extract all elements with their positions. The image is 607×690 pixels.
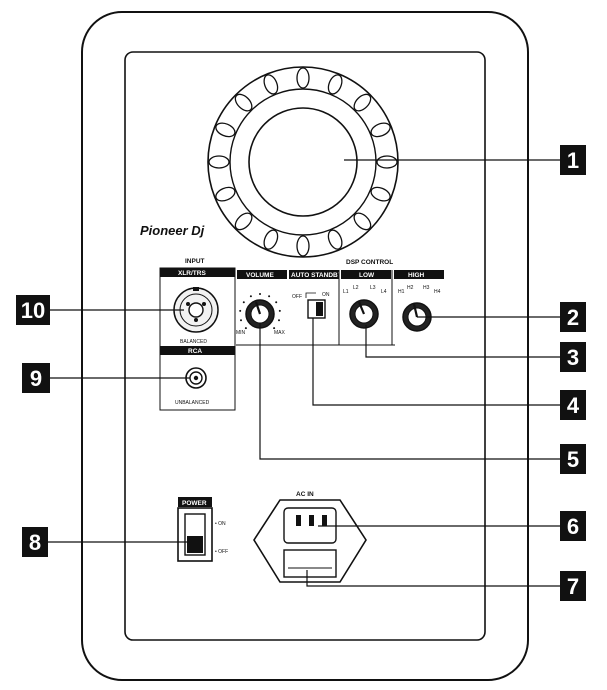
volume-scale-dots xyxy=(239,293,281,330)
volume-scale-dot xyxy=(249,295,252,298)
volume-scale-dot xyxy=(275,301,278,304)
input-title: INPUT xyxy=(185,258,205,265)
volume-scale-dot xyxy=(242,301,245,304)
callout-2-box xyxy=(560,302,586,332)
callout-4-number: 4 xyxy=(567,393,580,418)
unbalanced-label: UNBALANCED xyxy=(175,400,210,406)
port-fin xyxy=(263,229,279,250)
low-tick-l3: L3 xyxy=(370,285,376,291)
port-fin xyxy=(353,212,372,231)
callout-5-box xyxy=(560,444,586,474)
port-fin xyxy=(370,186,391,202)
callout-4-box xyxy=(560,390,586,420)
volume-scale-dot xyxy=(239,309,242,312)
ac-in-label: AC IN xyxy=(296,491,314,498)
callout-6-number: 6 xyxy=(567,514,579,539)
power-header-bar xyxy=(178,497,212,507)
high-tick-h3: H3 xyxy=(423,285,430,291)
port-fin xyxy=(234,93,253,112)
standby-on-label: ON xyxy=(322,292,330,298)
high-header-bar xyxy=(394,270,444,279)
rca-jack[interactable] xyxy=(185,367,207,389)
volume-scale-dot xyxy=(244,327,247,330)
callout-5-number: 5 xyxy=(567,447,579,472)
callout-10-number: 10 xyxy=(21,298,45,323)
volume-min-label: MIN xyxy=(236,330,246,336)
cabinet-outline xyxy=(81,11,529,681)
high-tick-h1: H1 xyxy=(398,289,405,295)
xlr-header: XLR/TRS xyxy=(178,270,206,277)
port-fin xyxy=(353,93,372,112)
fuse-holder[interactable] xyxy=(283,549,337,578)
high-tick-h2: H2 xyxy=(407,285,414,291)
auto-standby-switch[interactable] xyxy=(307,299,326,319)
volume-scale-dot xyxy=(268,295,271,298)
volume-scale-dot xyxy=(273,327,276,330)
power-header: POWER xyxy=(182,500,207,507)
power-switch[interactable] xyxy=(177,507,213,562)
volume-knob[interactable] xyxy=(245,299,275,329)
high-tick-h4: H4 xyxy=(434,289,441,295)
xlr-header-bar xyxy=(160,268,235,277)
low-tick-l2: L2 xyxy=(353,285,359,291)
callout-1-box xyxy=(560,145,586,175)
port-fin xyxy=(376,155,398,169)
volume-scale-dot xyxy=(240,319,242,322)
port-fin xyxy=(263,74,279,95)
port-fin xyxy=(208,155,230,169)
callout-7-number: 7 xyxy=(567,574,579,599)
callout-6-box xyxy=(560,511,586,541)
callout-9-box xyxy=(22,363,50,393)
callout-8-number: 8 xyxy=(29,530,41,555)
port-fin xyxy=(327,74,343,95)
callout-leader-lines xyxy=(48,159,560,587)
rear-panel-outline xyxy=(124,51,486,641)
bass-reflex-port xyxy=(207,66,399,258)
callout-1-number: 1 xyxy=(567,148,579,173)
port-fin xyxy=(215,122,236,138)
port-fin xyxy=(296,67,310,89)
callout-9-number: 9 xyxy=(30,366,42,391)
volume-header-bar xyxy=(237,270,287,279)
low-tick-l1: L1 xyxy=(343,289,349,295)
volume-max-label: MAX xyxy=(274,330,286,336)
power-on-label: • ON xyxy=(215,521,226,527)
callout-3-box xyxy=(560,342,586,372)
callout-8-box xyxy=(22,527,48,557)
ac-inlet-housing xyxy=(253,499,367,583)
auto-standby-header-bar xyxy=(289,270,339,279)
volume-header: VOLUME xyxy=(246,272,274,279)
balanced-label: BALANCED xyxy=(180,339,207,345)
callout-2-number: 2 xyxy=(567,305,579,330)
volume-scale-dot xyxy=(259,293,261,295)
callout-7-box xyxy=(560,571,586,601)
rca-header: RCA xyxy=(188,348,202,355)
port-fin xyxy=(296,235,310,257)
auto-standby-header: AUTO STANDBY xyxy=(291,272,343,279)
low-tick-l4: L4 xyxy=(381,289,387,295)
port-fin xyxy=(370,122,391,138)
standby-off-label: OFF xyxy=(292,294,302,300)
port-fin xyxy=(215,186,236,202)
power-off-label: • OFF xyxy=(215,549,228,555)
callout-3-number: 3 xyxy=(567,345,579,370)
low-header: LOW xyxy=(359,272,375,279)
port-fin xyxy=(327,229,343,250)
volume-scale-dot xyxy=(278,309,281,312)
brand-logo: Pioneer Dj xyxy=(140,223,205,238)
dsp-control-title: DSP CONTROL xyxy=(346,259,393,266)
low-header-bar xyxy=(341,270,391,279)
high-header: HIGH xyxy=(408,272,425,279)
standby-switch-marks xyxy=(305,292,316,298)
rca-header-bar xyxy=(160,346,235,355)
low-dsp-knob[interactable] xyxy=(349,299,379,329)
callout-10-box xyxy=(16,295,50,325)
port-fin xyxy=(234,212,253,231)
volume-scale-dot xyxy=(278,319,280,322)
port-fins xyxy=(208,67,398,257)
